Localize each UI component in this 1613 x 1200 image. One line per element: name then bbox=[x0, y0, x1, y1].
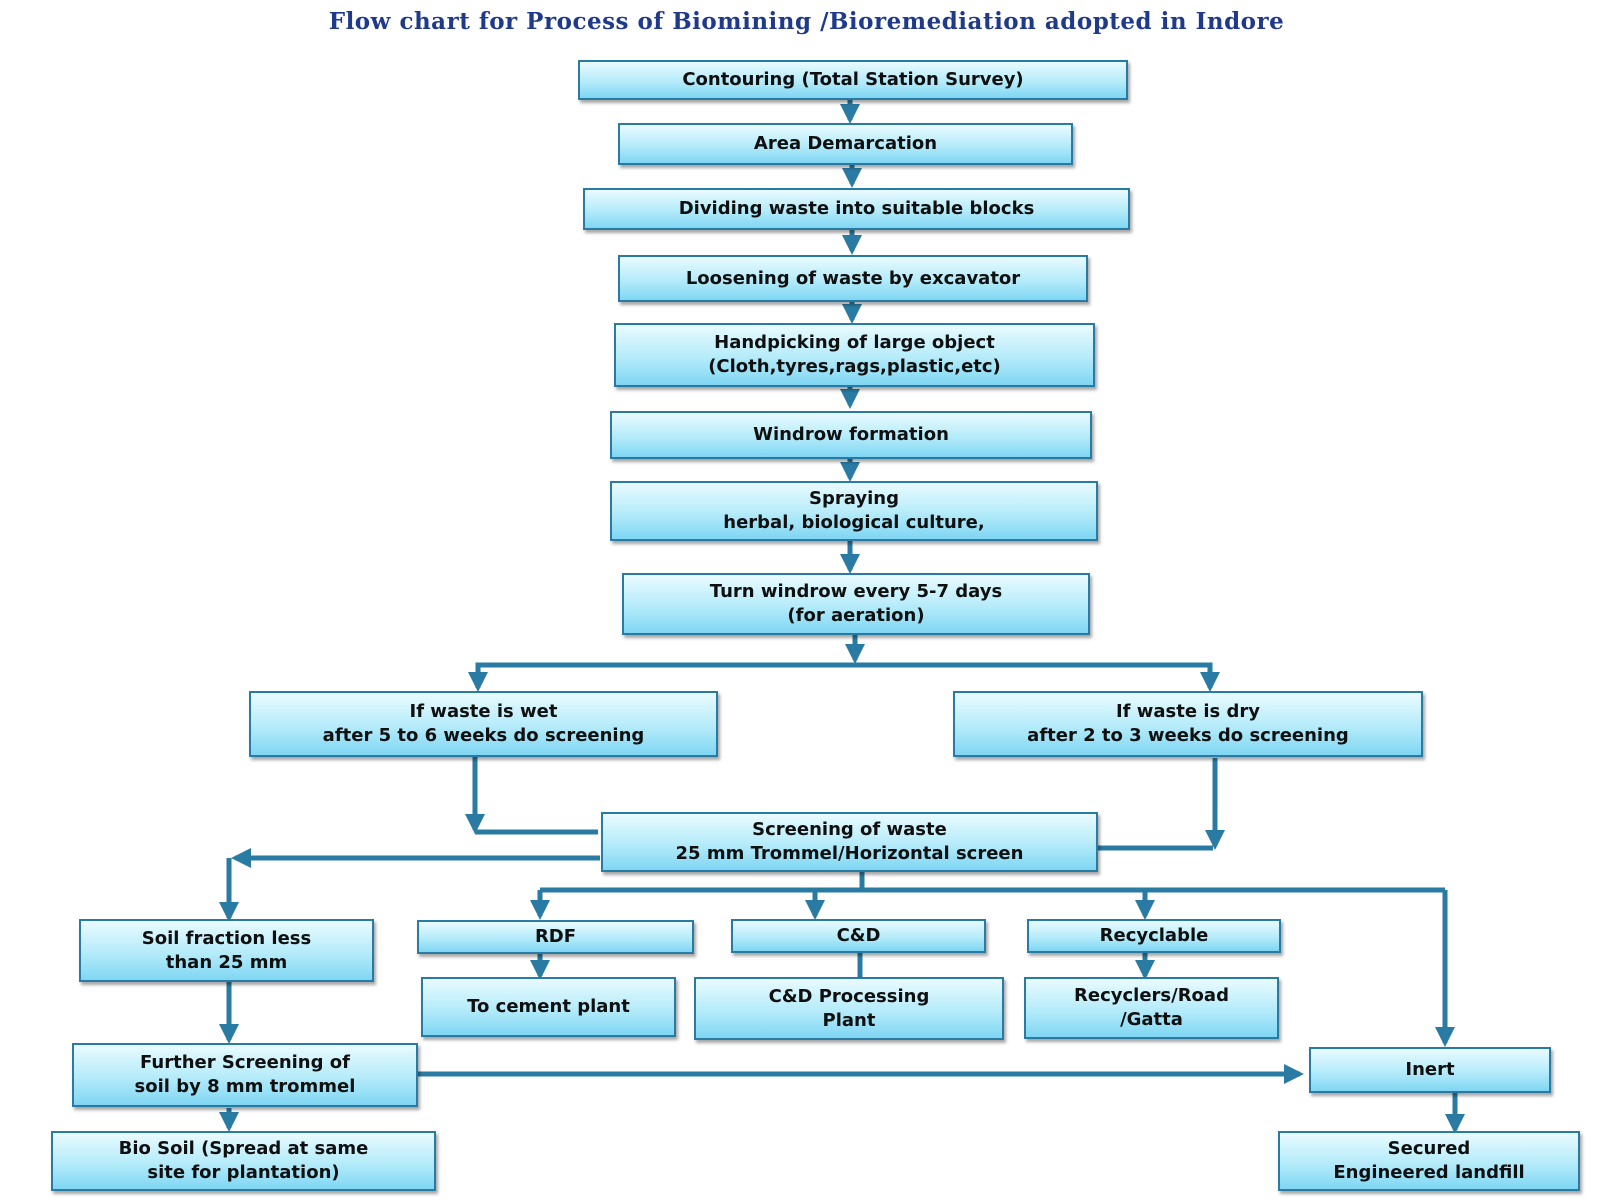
node-contouring: Contouring (Total Station Survey) bbox=[578, 60, 1128, 100]
page-title: Flow chart for Process of Biomining /Bio… bbox=[328, 8, 1285, 35]
edge-split-dry bbox=[855, 662, 1220, 692]
node-handpicking-line: (Cloth,tyres,rags,plastic,etc) bbox=[708, 356, 1001, 377]
node-cdplant-line: C&D Processing bbox=[768, 985, 930, 1007]
node-loosening-line: Loosening of waste by excavator bbox=[685, 267, 1021, 289]
node-dry-line: If waste is dry bbox=[1115, 701, 1260, 722]
node-windrow-line: Windrow formation bbox=[753, 424, 949, 445]
node-inert-line: Inert bbox=[1405, 1059, 1455, 1080]
node-spraying: Spraying herbal, biological culture, bbox=[610, 481, 1098, 541]
node-handpicking: Handpicking of large object (Cloth,tyres,… bbox=[614, 323, 1095, 387]
node-dry-line: after 2 to 3 weeks do screening bbox=[1027, 725, 1349, 746]
node-recyclable: Recyclable bbox=[1027, 919, 1281, 953]
node-biosoil-line: site for plantation) bbox=[147, 1162, 340, 1183]
node-further-line: soil by 8 mm trommel bbox=[134, 1076, 356, 1097]
node-landfill-line: Engineered landfill bbox=[1333, 1162, 1525, 1183]
node-turn-line: Turn windrow every 5-7 days bbox=[709, 581, 1003, 602]
node-dividing: Dividing waste into suitable blocks bbox=[583, 188, 1130, 230]
node-recyclers-line: Recyclers/Road bbox=[1074, 985, 1229, 1006]
node-wet-line: If waste is wet bbox=[409, 701, 558, 722]
node-loosening: Loosening of waste by excavator bbox=[618, 255, 1088, 302]
node-cd-line: C&D bbox=[836, 925, 881, 946]
node-cement-line: To cement plant bbox=[467, 996, 630, 1017]
node-recyclers: Recyclers/Road/Gatta bbox=[1024, 977, 1279, 1039]
node-spraying-line: herbal, biological culture, bbox=[723, 512, 985, 533]
node-further-line: Further Screening of bbox=[140, 1052, 350, 1073]
node-cdplant-line: Plant bbox=[822, 1009, 876, 1031]
node-screening: Screening of waste 25 mm Trommel/Horizont… bbox=[601, 812, 1098, 872]
node-rdf: RDF bbox=[417, 920, 694, 954]
node-handpicking-line: Handpicking of large object bbox=[714, 332, 995, 353]
node-wet-line: after 5 to 6 weeks do screening bbox=[322, 725, 645, 746]
node-rdf-line: RDF bbox=[534, 926, 577, 947]
node-cd: C&D bbox=[731, 919, 986, 953]
node-screening-line: Screening of waste bbox=[752, 819, 947, 840]
node-wet: If waste is wet after 5 to 6 weeks do scr… bbox=[249, 691, 718, 757]
node-windrow: Windrow formation bbox=[610, 411, 1092, 459]
node-biosoil-line: Bio Soil (Spread at same bbox=[118, 1138, 369, 1159]
node-recyclable-line: Recyclable bbox=[1099, 925, 1209, 946]
edge-split-wet bbox=[468, 662, 855, 692]
node-screening-line: 25 mm Trommel/Horizontal screen bbox=[675, 843, 1024, 864]
node-turn-line: (for aeration) bbox=[787, 605, 925, 626]
node-spraying-line: Spraying bbox=[809, 488, 899, 509]
node-dry: If waste is dry after 2 to 3 weeks do scr… bbox=[953, 691, 1423, 757]
node-further: Further Screening of soil by 8 mm trommel bbox=[72, 1043, 418, 1107]
node-area: Area Demarcation bbox=[618, 123, 1073, 165]
node-contouring-line: Contouring (Total Station Survey) bbox=[682, 69, 1024, 90]
node-dividing-line: Dividing waste into suitable blocks bbox=[678, 198, 1035, 219]
node-area-line: Area Demarcation bbox=[753, 133, 938, 154]
node-inert: Inert bbox=[1309, 1047, 1551, 1093]
node-biosoil: Bio Soil (Spread at same site for plantat… bbox=[51, 1131, 436, 1191]
node-soil-line: Soil fraction less bbox=[141, 927, 312, 949]
node-recyclers-line: /Gatta bbox=[1120, 1009, 1183, 1030]
node-soil-line: than 25 mm bbox=[165, 951, 288, 973]
node-turn: Turn windrow every 5-7 days (for aeration… bbox=[622, 573, 1090, 635]
node-landfill-line: Secured bbox=[1387, 1138, 1471, 1159]
node-cement: To cement plant bbox=[421, 977, 676, 1037]
